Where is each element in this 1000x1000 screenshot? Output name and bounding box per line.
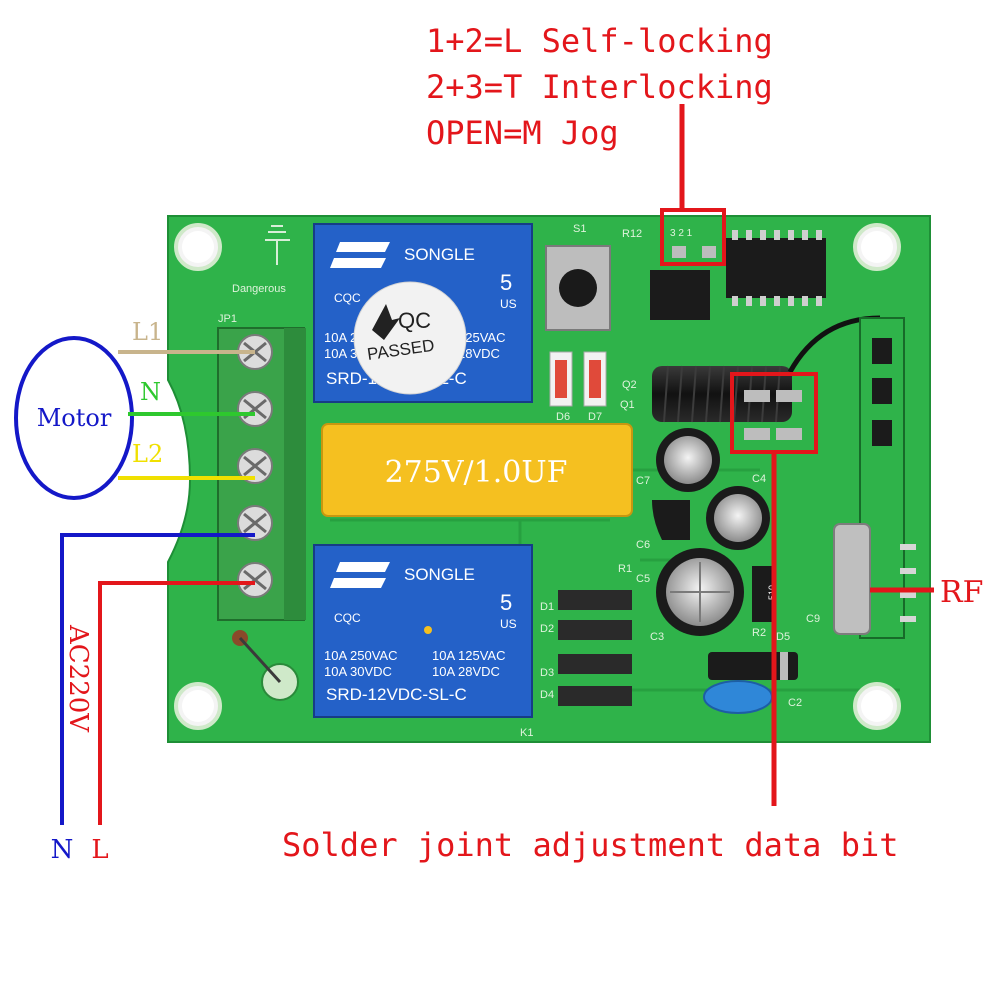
- silk-k1: K1: [520, 727, 533, 739]
- ic-chip: [726, 230, 826, 306]
- mode-line-3: OPEN=M Jog: [426, 114, 619, 152]
- silk-d4: D4: [540, 689, 554, 701]
- silk-d7: D7: [588, 411, 602, 423]
- rectifier-diodes: [558, 590, 632, 706]
- silk-c2: C2: [788, 697, 802, 709]
- silk-q2: Q2: [622, 379, 637, 391]
- silk-d1: D1: [540, 601, 554, 613]
- solder-pads: [744, 390, 802, 440]
- jumper-pads: 3 2 1: [670, 228, 720, 262]
- silk-d2: D2: [540, 623, 554, 635]
- terminal-block: [217, 327, 306, 621]
- solder-annotation: Solder joint adjustment data bit: [282, 372, 899, 864]
- ceramic-capacitor: [703, 680, 773, 714]
- electrolytic-capacitor: [656, 428, 770, 636]
- diodes-d6-d7: [549, 351, 607, 407]
- relay-bottom-rating-1: 10A 250VAC: [324, 648, 397, 663]
- relay-top-pins: 5: [500, 270, 512, 295]
- relay-top-us: US: [500, 297, 517, 311]
- jumper-pad-numbers: 3 2 1: [670, 228, 693, 239]
- silk-c9: C9: [806, 613, 820, 625]
- motor-label: Motor: [37, 404, 112, 432]
- mounting-hole: [174, 682, 222, 730]
- board-pin: [232, 630, 299, 701]
- solder-note: Solder joint adjustment data bit: [282, 826, 899, 864]
- film-capacitor: 275V/1.0UF: [321, 423, 633, 517]
- silk-r2: R2: [752, 627, 766, 639]
- wire-n-power: [60, 533, 255, 825]
- silk-c3: C3: [650, 631, 664, 643]
- silk-jp1: JP1: [218, 313, 237, 325]
- relay-bottom-us: US: [500, 617, 517, 631]
- ic-chip-small: [650, 270, 710, 320]
- wire-l-power: [98, 581, 255, 825]
- relay-bottom: SONGLE 5 US CQC 10A 250VAC 10A 30VDC 10A…: [313, 544, 533, 718]
- silk-r1: R1: [618, 563, 632, 575]
- capacitor-label: 275V/1.0UF: [385, 455, 568, 490]
- relay-bottom-model: SRD-12VDC-SL-C: [326, 685, 467, 704]
- rf-label: RF: [940, 575, 983, 610]
- silk-c4: C4: [752, 473, 766, 485]
- silk-d6: D6: [556, 411, 570, 423]
- transistor: [652, 500, 690, 540]
- mounting-hole: [174, 223, 222, 271]
- rf-annotation: RF: [870, 575, 983, 610]
- rf-module: [833, 317, 916, 639]
- silk-c5: C5: [636, 573, 650, 585]
- label-l2: L2: [132, 440, 163, 468]
- relay-bottom-rating-2: 10A 30VDC: [324, 664, 392, 679]
- relay-bottom-brand: SONGLE: [404, 565, 475, 584]
- silk-s1: S1: [573, 223, 586, 235]
- jumper-highlight-box: [660, 208, 726, 266]
- label-ac220v: AC220V: [63, 624, 93, 733]
- mounting-hole: [853, 223, 901, 271]
- mode-line-2: 2+3=T Interlocking: [426, 68, 773, 106]
- silk-d5: D5: [776, 631, 790, 643]
- mounting-hole: [853, 682, 901, 730]
- silk-dangerous: Dangerous: [232, 283, 286, 295]
- label-n-bottom: N: [51, 835, 74, 865]
- relay-bottom-cqc: CQC: [334, 611, 361, 625]
- mode-annotation: 1+2=L Self-locking 2+3=T Interlocking OP…: [426, 22, 773, 266]
- qc-sticker-line1: QC: [398, 308, 431, 333]
- mode-line-1: 1+2=L Self-locking: [426, 22, 773, 60]
- relay-bottom-rating-4: 10A 28VDC: [432, 664, 500, 679]
- label-n-motor: N: [140, 378, 161, 406]
- relay-bottom-pins: 5: [500, 590, 512, 615]
- qc-passed-sticker: QC PASSED: [353, 281, 467, 395]
- label-l1: L1: [132, 318, 163, 346]
- silk-q1: Q1: [620, 399, 635, 411]
- relay-top-brand: SONGLE: [404, 245, 475, 264]
- relay-bottom-rating-3: 10A 125VAC: [432, 648, 505, 663]
- antenna-icon: [265, 225, 290, 265]
- silk-d3: D3: [540, 667, 554, 679]
- relay-top-cqc: CQC: [334, 291, 361, 305]
- silk-c6: C6: [636, 539, 650, 551]
- power-diode: [708, 652, 798, 680]
- silk-r12: R12: [622, 228, 642, 240]
- silk-c7: C7: [636, 475, 650, 487]
- push-button: [545, 245, 611, 331]
- motor-symbol: Motor: [14, 336, 134, 500]
- label-l-bottom: L: [91, 835, 108, 865]
